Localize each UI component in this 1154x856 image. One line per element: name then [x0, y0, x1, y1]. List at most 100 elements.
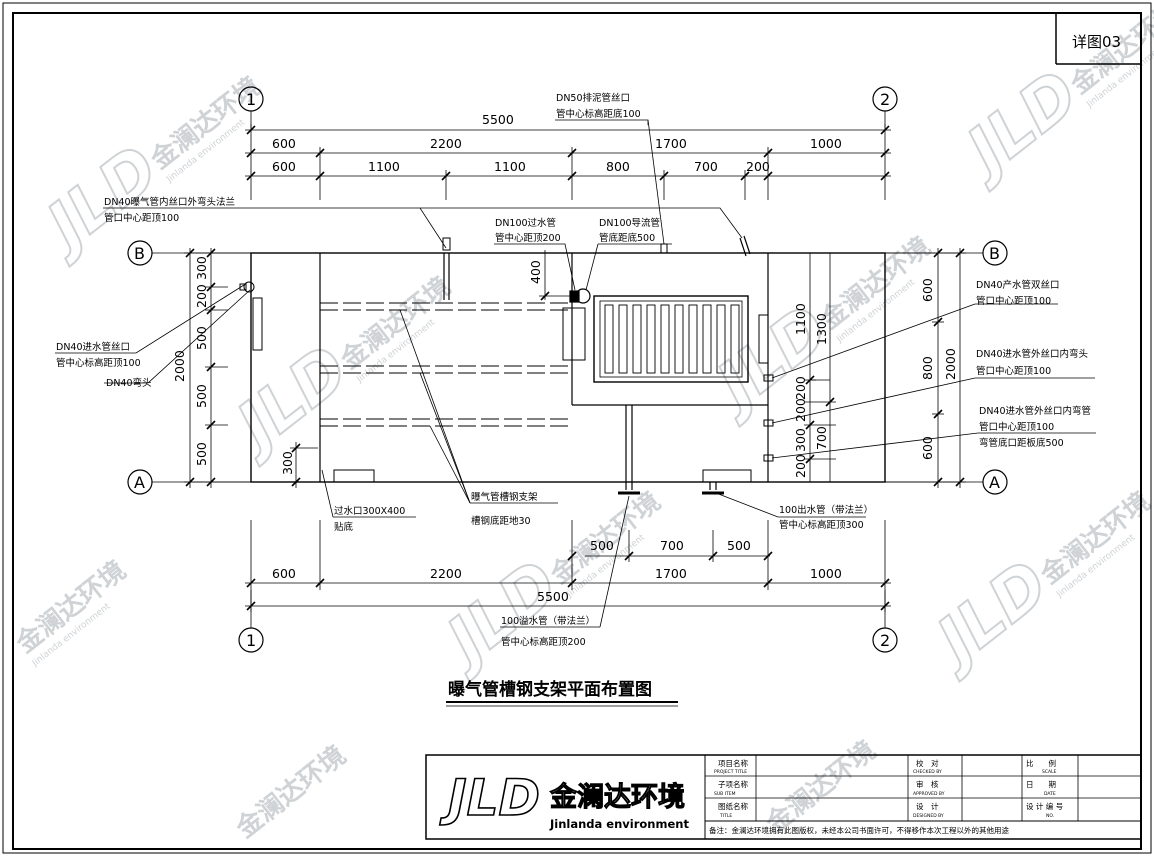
dim-top-r2: 800: [606, 159, 630, 174]
note-dn100guide-2: 管底距底500: [599, 232, 655, 244]
dim-left-inner: 300: [280, 451, 295, 475]
left-dimension-lines: [184, 248, 251, 488]
membrane-plates: [604, 304, 740, 374]
dim-right-inner-a: 1100: [793, 303, 808, 335]
dim-right-inner-b: 1300: [814, 313, 829, 345]
top-dimension-lines: [245, 124, 891, 200]
axis-1-top: 1: [246, 90, 256, 109]
field-sub-en: SUB ITEM: [714, 791, 736, 797]
note-overflow-2: 管中心标高距顶200: [501, 636, 586, 648]
drawing-title: 曝气管槽钢支架平面布置图: [448, 679, 652, 700]
watermark-name: 金澜达环境: [10, 555, 132, 660]
dim-bottom-r1: 500: [590, 538, 614, 553]
axis-2-top: 2: [880, 90, 890, 109]
note-dn100over-1: DN100过水管: [495, 217, 556, 229]
dim-top-r2: 600: [272, 159, 296, 174]
dim-left-seg: 200: [194, 284, 209, 308]
dim-right-inner-c: 200: [793, 376, 808, 400]
note-pass-1: 过水口300X400: [334, 505, 405, 517]
field-design-en: DESIGNED BY: [913, 813, 944, 819]
dim-left-seg: 500: [194, 384, 209, 408]
dim-top-r1: 2200: [430, 136, 462, 151]
axis-A-left: A: [134, 473, 145, 492]
note-support-1: 曝气管槽钢支架: [471, 491, 538, 503]
left-dimension-texts: 300 200 500 500 500 2000 300: [172, 256, 295, 475]
field-remark: 备注：金澜达环境拥有此图版权，未经本公司书面许可，不得移作本次工程以外的其他用途: [709, 825, 1009, 835]
dim-right-seg: 800: [920, 356, 935, 380]
field-scale: 比 例: [1026, 758, 1056, 768]
note-dn40inbend-2: 管口中心距顶100: [979, 421, 1054, 433]
dim-400-lines: [539, 250, 575, 301]
note-dn40aer-1: DN40曝气管内丝口外弯头法兰: [104, 196, 235, 208]
note-dn40aer-2: 管口中心距顶100: [104, 212, 179, 224]
dim-bottom-r2: 600: [272, 566, 296, 581]
dim-right-seg: 600: [920, 436, 935, 460]
note-dn40inext-2: 管口中心距顶100: [976, 365, 1051, 377]
dim-right-inner-d: 700: [814, 426, 829, 450]
field-drawing: 图纸名称: [718, 801, 748, 811]
tank-plan: [250, 252, 886, 483]
field-date: 日 期: [1026, 780, 1056, 789]
dim-top-total: 5500: [482, 112, 514, 127]
axis-labels: 1 2 1 2 B A B A: [134, 90, 1000, 650]
dim-top-r2: 700: [694, 159, 718, 174]
outlet-pipes: [618, 405, 724, 495]
field-sub: 子项名称: [718, 779, 748, 789]
field-review-en: APPROVED BY: [913, 791, 945, 797]
dim-top-r1: 600: [272, 136, 296, 151]
note-dn40elbow: DN40弯头: [106, 377, 152, 389]
note-out100-1: 100出水管（带法兰）: [779, 504, 873, 516]
dim-bottom-r2: 2200: [430, 566, 462, 581]
note-dn100guide-1: DN100导流管: [599, 217, 660, 229]
note-dn40inbend-1: DN40进水管外丝口内弯管: [979, 405, 1091, 417]
axis-B-right: B: [989, 244, 1000, 263]
title-underline: [446, 701, 678, 707]
top-dimension-texts: 5500 600 2200 1700 1000 600 1100 1100 80…: [272, 112, 842, 174]
annotation-notes: DN50排泥管丝口 管中心标高距底100 DN40曝气管内丝口外弯头法兰 管口中…: [56, 92, 1091, 648]
dim-400: 400: [528, 260, 543, 284]
field-scale-en: SCALE: [1042, 769, 1057, 775]
field-review: 审 核: [916, 779, 939, 789]
company-name: 金澜达环境: [549, 781, 685, 813]
dim-top-r2: 1100: [368, 159, 400, 174]
axis-1-bottom: 1: [246, 631, 256, 650]
note-overflow-1: 100溢水管（带法兰）: [501, 615, 595, 627]
right-dimension-lines: [804, 248, 966, 488]
field-project: 项目名称: [718, 758, 748, 768]
field-number-en: NO.: [1046, 813, 1054, 819]
note-dn40in-2: 管中心标高距顶100: [56, 357, 141, 369]
title-block: [425, 754, 1142, 840]
dim-right-seg: 600: [920, 278, 935, 302]
dim-top-r2: 200: [746, 159, 770, 174]
note-dn40prod-2: 管口中心距顶100: [976, 295, 1051, 307]
title-block-logo: JLD 金澜达环境 Jinlanda environment: [438, 768, 689, 831]
title-block-fields: 项目名称 PROJECT TITLE 子项名称 SUB ITEM 图纸名称 TI…: [709, 758, 1063, 835]
dim-top-r1: 1000: [810, 136, 842, 151]
note-out100-2: 管中心标高距顶300: [779, 519, 864, 531]
watermark-name: 金澜达环境: [230, 740, 352, 845]
watermark-name: 金澜达环境: [1034, 486, 1154, 591]
left-inner-dim: [290, 442, 318, 488]
axis-A-right: A: [989, 473, 1000, 492]
field-project-en: PROJECT TITLE: [714, 769, 747, 775]
note-dn40inext-1: DN40进水管外丝口内弯头: [976, 348, 1088, 360]
note-dn40inbend-3: 弯管底口距板底500: [979, 437, 1064, 449]
field-check-en: CHECKED BY: [913, 769, 942, 775]
dim-left-seg: 300: [194, 256, 209, 280]
axis-2-bottom: 2: [880, 631, 890, 650]
watermark-name: 金澜达环境: [814, 231, 936, 336]
note-dn100over-2: 管中心距顶200: [495, 232, 561, 244]
watermark-name: 金澜达环境: [144, 71, 266, 176]
field-number: 设 计 编 号: [1026, 801, 1063, 811]
watermark-name: 金澜达环境: [760, 735, 882, 840]
note-dn50-1: DN50排泥管丝口: [556, 92, 630, 104]
dim-bottom-total: 5500: [537, 589, 569, 604]
dim-left-seg: 500: [194, 442, 209, 466]
dim-bottom-r1: 700: [660, 538, 684, 553]
detail-label: 详图03: [1072, 33, 1121, 51]
leader-lines: [55, 119, 1096, 628]
note-dn40prod-1: DN40产水管双丝口: [976, 279, 1060, 291]
dim-left-seg: 500: [194, 326, 209, 350]
